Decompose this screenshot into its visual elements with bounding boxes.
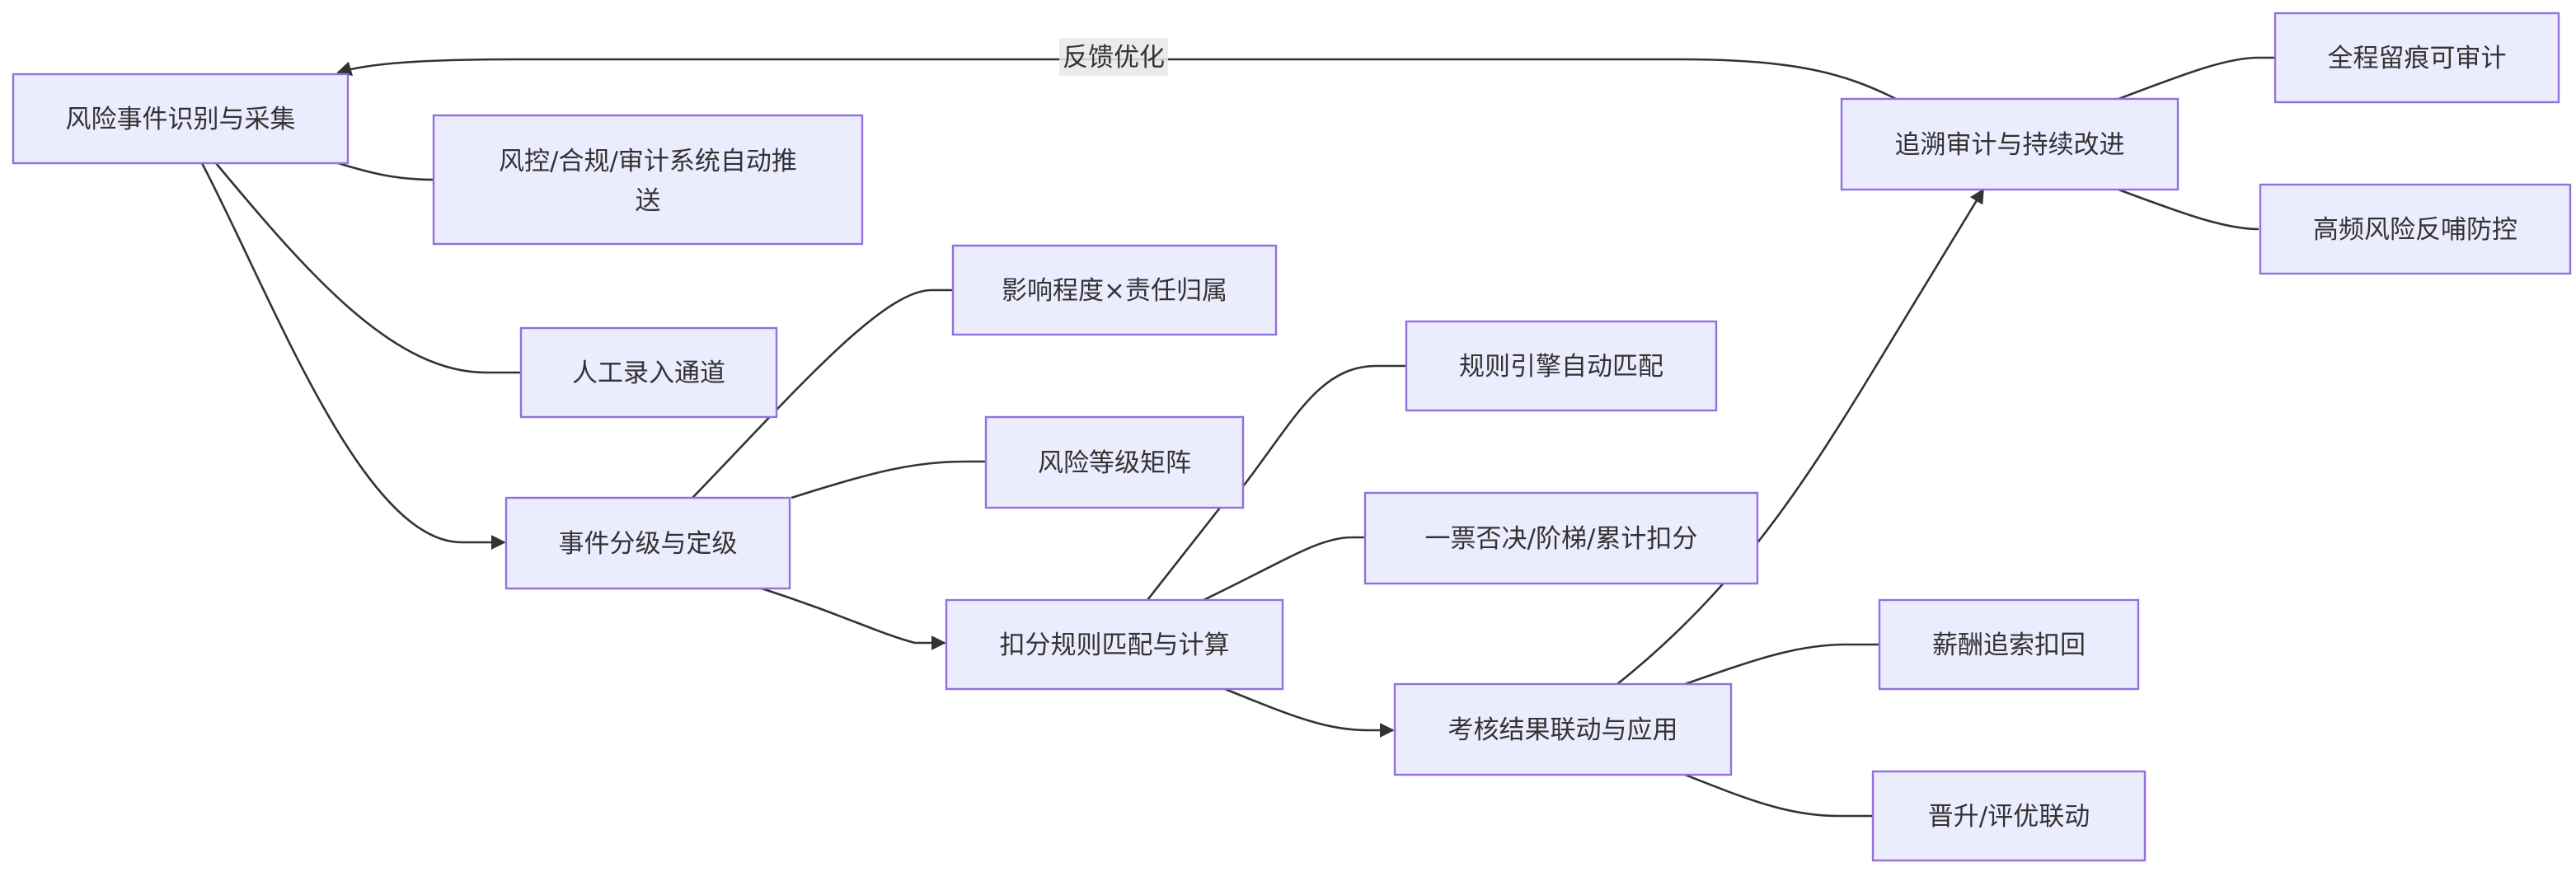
node-veto[interactable]: 一票否决/阶梯/累计扣分	[1363, 491, 1759, 585]
node-engine-label: 规则引擎自动匹配	[1459, 352, 1663, 382]
edge-collect-to-manual	[215, 162, 521, 374]
edge-label-feedback-text: 反馈优化	[1063, 43, 1165, 73]
edge-collect-to-auto-push	[337, 162, 434, 181]
node-matrix[interactable]: 风险等级矩阵	[984, 415, 1245, 509]
node-prevent-label: 高频风险反哺防控	[2313, 215, 2517, 245]
node-auto-push-label-line1: 风控/合规/审计系统自动推	[499, 147, 797, 176]
node-clawback[interactable]: 薪酬追索扣回	[1878, 598, 2140, 691]
edge-deduct-to-matrix	[1146, 507, 1222, 601]
edge-grading-to-deduct	[761, 587, 946, 650]
edge-matrix-to-engine	[1241, 364, 1406, 487]
edge-audit-to-collect	[336, 58, 1897, 101]
node-apply-label: 考核结果联动与应用	[1448, 715, 1678, 745]
node-grading-label: 事件分级与定级	[559, 529, 738, 559]
edge-grading-to-matrix	[791, 460, 986, 499]
node-veto-label: 一票否决/阶梯/累计扣分	[1425, 524, 1698, 554]
node-audit-label: 追溯审计与持续改进	[1895, 130, 2125, 160]
node-audit[interactable]: 追溯审计与持续改进	[1840, 97, 2180, 191]
node-deduct[interactable]: 扣分规则匹配与计算	[945, 598, 1284, 691]
node-deduct-label: 扣分规则匹配与计算	[1000, 631, 1230, 660]
node-trace[interactable]: 全程留痕可审计	[2273, 12, 2560, 104]
node-collect[interactable]: 风险事件识别与采集	[12, 73, 350, 165]
edge-apply-to-promotion	[1684, 773, 1873, 818]
edge-audit-to-prevent	[2118, 188, 2259, 231]
node-matrix-label: 风险等级矩阵	[1038, 448, 1191, 478]
node-manual-label: 人工录入通道	[572, 359, 725, 388]
node-grading[interactable]: 事件分级与定级	[504, 496, 791, 590]
edges	[200, 56, 2275, 818]
node-impact[interactable]: 影响程度×责任归属	[951, 244, 1278, 336]
node-collect-label: 风险事件识别与采集	[66, 105, 296, 134]
node-impact-label: 影响程度×责任归属	[1002, 276, 1227, 306]
node-trace-label: 全程留痕可审计	[2328, 44, 2507, 73]
edge-apply-to-audit	[1616, 188, 1985, 686]
edge-label-feedback: 反馈优化	[1059, 38, 1168, 76]
edge-deduct-to-veto	[1203, 536, 1365, 602]
node-auto-push-label-line2: 送	[636, 186, 661, 216]
edge-audit-to-trace	[2118, 56, 2275, 101]
edge-collect-to-grading	[200, 162, 506, 550]
node-promotion-label: 晋升/评优联动	[1928, 802, 2090, 832]
node-promotion[interactable]: 晋升/评优联动	[1871, 770, 2147, 862]
node-prevent[interactable]: 高频风险反哺防控	[2259, 183, 2572, 275]
edge-grading-to-impact	[692, 288, 953, 499]
edge-apply-to-clawback	[1684, 643, 1879, 686]
node-auto-push[interactable]: 风控/合规/审计系统自动推 送	[432, 114, 864, 246]
edge-deduct-to-apply	[1224, 687, 1395, 738]
node-clawback-label: 薪酬追索扣回	[1932, 631, 2086, 660]
node-engine[interactable]: 规则引擎自动匹配	[1405, 320, 1718, 412]
node-apply[interactable]: 考核结果联动与应用	[1393, 682, 1733, 776]
node-manual[interactable]: 人工录入通道	[519, 326, 778, 419]
nodes: 风险事件识别与采集 风控/合规/审计系统自动推 送 人工录入通道 事件分级与定级…	[12, 12, 2572, 862]
